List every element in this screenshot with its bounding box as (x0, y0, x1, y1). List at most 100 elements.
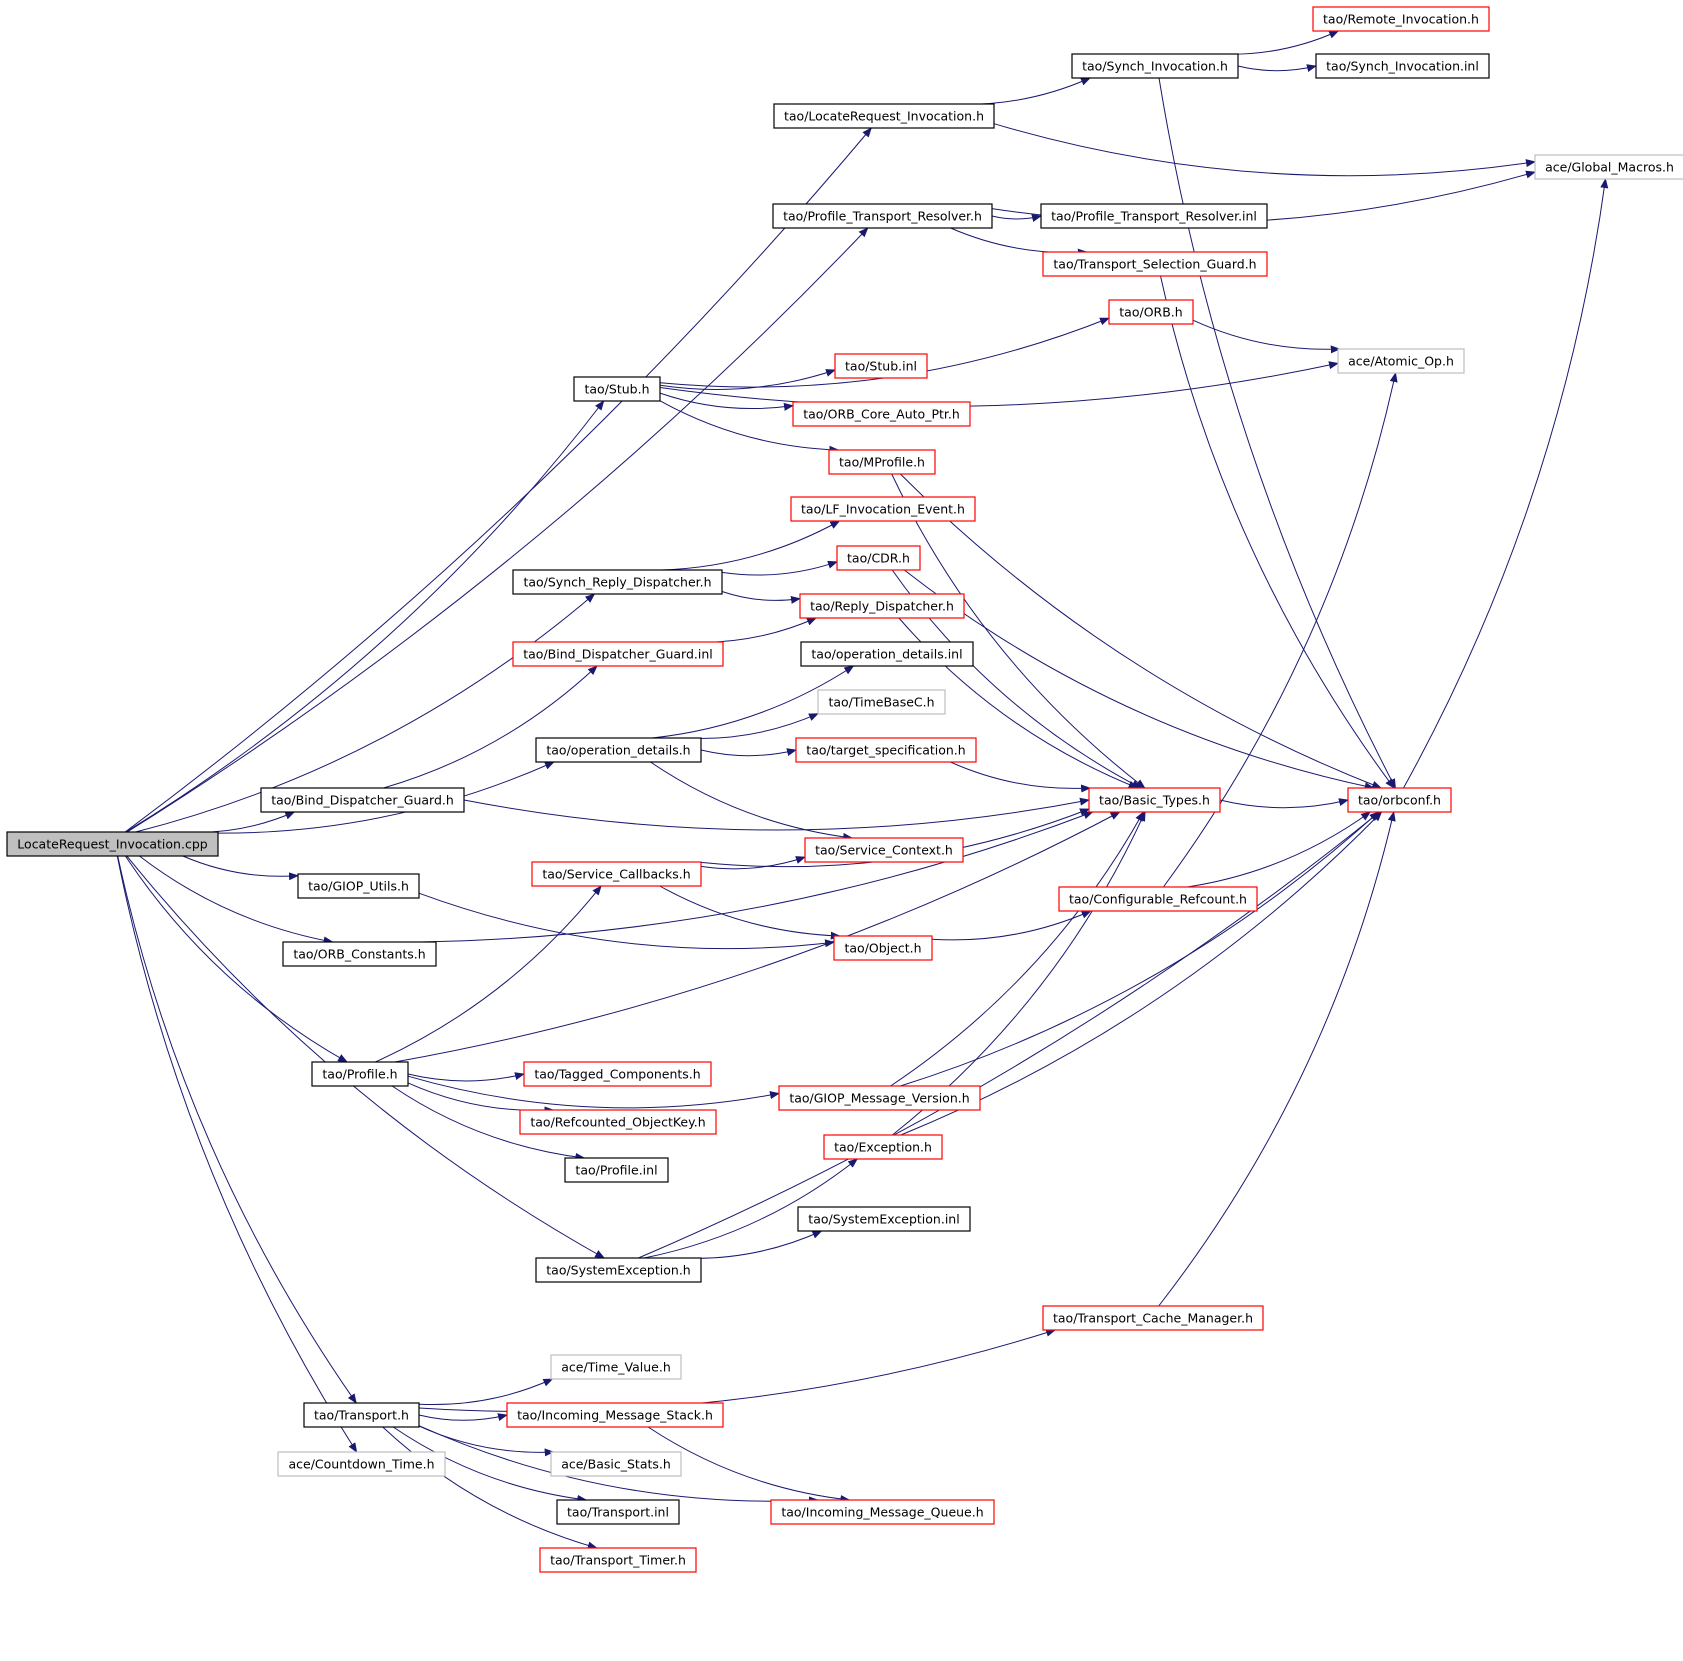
node-tao-transport-timer-h[interactable]: tao/Transport_Timer.h (539, 1547, 697, 1573)
edge-giop_ver-to-basic_types (890, 811, 1144, 1087)
edge-root-to-sysexc (126, 855, 606, 1259)
node-tao-orb-core-auto-ptr-h[interactable]: tao/ORB_Core_Auto_Ptr.h (792, 401, 971, 427)
node-tao-synch-reply-dispatcher-h[interactable]: tao/Synch_Reply_Dispatcher.h (512, 569, 723, 595)
node-tao-service-context-h[interactable]: tao/Service_Context.h (804, 837, 964, 863)
node-tao-bind-dispatcher-guard-h[interactable]: tao/Bind_Dispatcher_Guard.h (260, 787, 465, 813)
edge-tcm-to-orbconf (1158, 811, 1396, 1307)
node-label: tao/SystemException.inl (808, 1212, 959, 1227)
node-label: tao/orbconf.h (1358, 793, 1441, 808)
edge-basic_types-to-orbconf (1219, 798, 1349, 809)
node-box (833, 935, 933, 961)
edge-giop_utils-to-object (418, 892, 835, 950)
node-box (817, 689, 946, 715)
node-tao-orb-constants-h[interactable]: tao/ORB_Constants.h (282, 941, 437, 967)
edge-giop_ver-to-orbconf (900, 811, 1380, 1087)
node-ace-time-value-h[interactable]: ace/Time_Value.h (550, 1354, 682, 1380)
node-box (531, 861, 702, 887)
edge-transport-to-transport_timer (382, 1426, 598, 1550)
node-tao-transport-cache-manager-h[interactable]: tao/Transport_Cache_Manager.h (1042, 1305, 1264, 1331)
node-tao-stub-h[interactable]: tao/Stub.h (573, 376, 661, 402)
node-tao-refcounted-objectkey-h[interactable]: tao/Refcounted_ObjectKey.h (519, 1109, 717, 1135)
node-tao-locaterequest-invocation-h[interactable]: tao/LocateRequest_Invocation.h (773, 103, 995, 129)
edge-transport-to-time_value (418, 1378, 554, 1406)
node-box (564, 1157, 669, 1183)
edge-transport-to-ims (418, 1413, 508, 1421)
node-box (535, 1257, 702, 1283)
edge-root-to-profile (124, 855, 348, 1063)
node-tao-synch-invocation-inl[interactable]: tao/Synch_Invocation.inl (1315, 53, 1490, 79)
node-label: tao/Remote_Invocation.h (1323, 12, 1479, 27)
node-label: tao/Exception.h (834, 1140, 932, 1155)
node-box (1088, 787, 1221, 813)
node-label: tao/Stub.inl (845, 359, 917, 374)
node-tao-configurable-refcount-h[interactable]: tao/Configurable_Refcount.h (1058, 886, 1258, 912)
node-tao-remote-invocation-h[interactable]: tao/Remote_Invocation.h (1312, 6, 1490, 32)
node-tao-transport-inl[interactable]: tao/Transport.inl (556, 1499, 680, 1525)
edge-stub-to-mprofile (659, 400, 840, 454)
node-label: LocateRequest_Invocation.cpp (17, 837, 207, 852)
node-tao-reply-dispatcher-h[interactable]: tao/Reply_Dispatcher.h (799, 593, 965, 619)
node-tao-profile-inl[interactable]: tao/Profile.inl (564, 1157, 669, 1183)
node-label: ace/Time_Value.h (561, 1360, 671, 1375)
node-tao-tagged-components-h[interactable]: tao/Tagged_Components.h (523, 1061, 712, 1087)
node-label: tao/Transport_Selection_Guard.h (1053, 257, 1256, 272)
node-label: ace/Basic_Stats.h (561, 1457, 671, 1472)
edge-stub-to-stub_inl (659, 369, 836, 390)
node-box (792, 401, 971, 427)
node-tao-transport-selection-guard-h[interactable]: tao/Transport_Selection_Guard.h (1042, 251, 1268, 277)
node-box (1534, 154, 1683, 180)
node-tao-systemexception-inl[interactable]: tao/SystemException.inl (797, 1206, 971, 1232)
node-tao-object-h[interactable]: tao/Object.h (833, 935, 933, 961)
node-tao-orb-h[interactable]: tao/ORB.h (1108, 299, 1194, 325)
edge-root-to-stub (125, 400, 605, 833)
node-tao-profile-transport-resolver-inl[interactable]: tao/Profile_Transport_Resolver.inl (1040, 203, 1268, 229)
node-tao-incoming-message-queue-h[interactable]: tao/Incoming_Message_Queue.h (770, 1499, 995, 1525)
node-tao-synch-invocation-h[interactable]: tao/Synch_Invocation.h (1071, 53, 1239, 79)
node-tao-bind-dispatcher-guard-inl[interactable]: tao/Bind_Dispatcher_Guard.inl (512, 641, 724, 667)
node-tao-operation-details-inl[interactable]: tao/operation_details.inl (800, 641, 974, 667)
node-tao-operation-details-h[interactable]: tao/operation_details.h (535, 737, 702, 763)
node-tao-stub-inl[interactable]: tao/Stub.inl (834, 353, 928, 379)
node-tao-profile-transport-resolver-h[interactable]: tao/Profile_Transport_Resolver.h (772, 203, 993, 229)
edge-ims-to-imq (647, 1426, 851, 1503)
node-label: tao/Bind_Dispatcher_Guard.h (271, 793, 454, 808)
node-tao-giop-utils-h[interactable]: tao/GIOP_Utils.h (297, 873, 420, 899)
node-tao-cdr-h[interactable]: tao/CDR.h (836, 545, 921, 571)
node-label: tao/MProfile.h (839, 455, 925, 470)
node-box (512, 569, 723, 595)
node-tao-systemexception-h[interactable]: tao/SystemException.h (535, 1257, 702, 1283)
node-tao-exception-h[interactable]: tao/Exception.h (823, 1134, 943, 1160)
node-locaterequest-invocation-cpp[interactable]: LocateRequest_Invocation.cpp (6, 831, 219, 857)
node-tao-lf-invocation-event-h[interactable]: tao/LF_Invocation_Event.h (790, 496, 976, 522)
node-box (1347, 787, 1452, 813)
node-tao-mprofile-h[interactable]: tao/MProfile.h (828, 449, 936, 475)
node-tao-orbconf-h[interactable]: tao/orbconf.h (1347, 787, 1452, 813)
edge-ptr_h-to-tsg (950, 227, 1088, 257)
node-box (573, 376, 661, 402)
node-ace-countdown-time-h[interactable]: ace/Countdown_Time.h (277, 1451, 446, 1477)
node-ace-basic-stats-h[interactable]: ace/Basic_Stats.h (550, 1451, 682, 1477)
node-box (303, 1402, 420, 1428)
edge-orbconf-to-global_macros (1403, 178, 1609, 789)
node-tao-service-callbacks-h[interactable]: tao/Service_Callbacks.h (531, 861, 702, 887)
node-tao-giop-message-version-h[interactable]: tao/GIOP_Message_Version.h (778, 1085, 981, 1111)
node-ace-global-macros-h[interactable]: ace/Global_Macros.h (1534, 154, 1683, 180)
node-ace-atomic-op-h[interactable]: ace/Atomic_Op.h (1337, 348, 1465, 374)
edge-srd-to-lf_inv (661, 520, 841, 571)
node-tao-target-specification-h[interactable]: tao/target_specification.h (795, 737, 977, 763)
edge-synch_inv-to-orbconf (1158, 77, 1396, 789)
node-box (550, 1354, 682, 1380)
node-label: tao/GIOP_Message_Version.h (789, 1091, 969, 1106)
node-box (519, 1109, 717, 1135)
node-label: tao/LocateRequest_Invocation.h (784, 109, 984, 124)
edge-target_spec-to-basic_types (950, 761, 1092, 793)
node-box (836, 545, 921, 571)
edge-transport-to-imq (418, 1425, 819, 1505)
edge-root-to-countdown (116, 855, 358, 1453)
node-tao-basic-types-h[interactable]: tao/Basic_Types.h (1088, 787, 1221, 813)
node-tao-profile-h[interactable]: tao/Profile.h (311, 1061, 409, 1087)
node-tao-timebasec-h[interactable]: tao/TimeBaseC.h (817, 689, 946, 715)
node-tao-transport-h[interactable]: tao/Transport.h (303, 1402, 420, 1428)
edge-root-to-giop_utils (182, 855, 299, 881)
node-tao-incoming-message-stack-h[interactable]: tao/Incoming_Message_Stack.h (506, 1402, 724, 1428)
